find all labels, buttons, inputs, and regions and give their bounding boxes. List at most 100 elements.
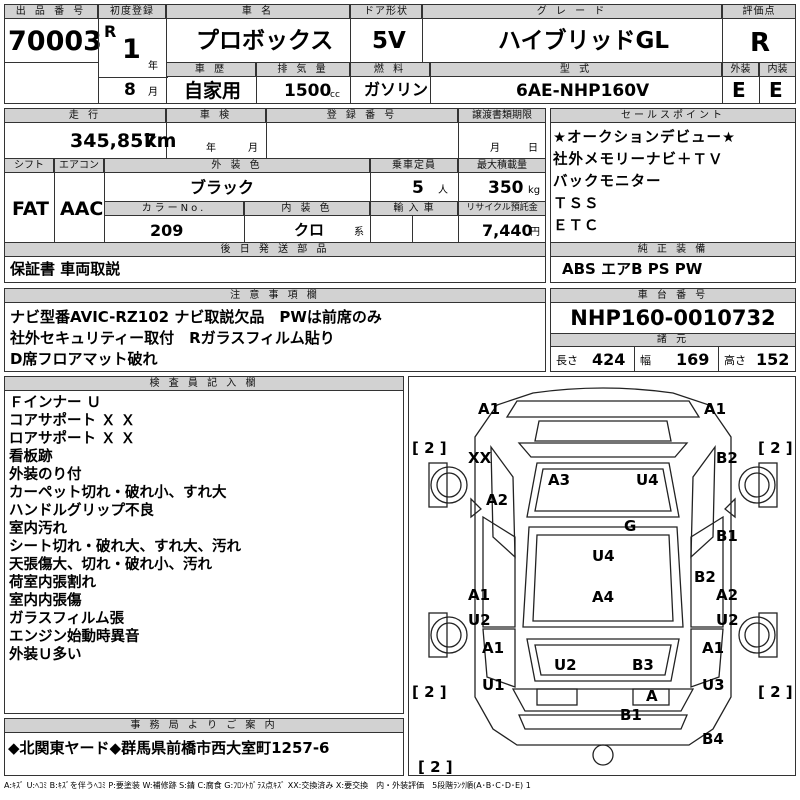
damage-label: A1	[482, 639, 505, 657]
import-label: 輸 入 車	[370, 201, 458, 216]
notes-label: 注 意 事 項 欄	[4, 288, 546, 303]
legend: A:ｷｽﾞ U:ﾍｺﾐ B:ｷｽﾞを伴うﾍｺﾐ P:要塗装 W:補修跡 S:錆 …	[4, 781, 531, 790]
chassis-label: 車 台 番 号	[550, 288, 796, 303]
width: 169	[676, 350, 710, 369]
interior-color-unit: 系	[354, 227, 364, 238]
lot-number-label: 出 品 番 号	[4, 4, 98, 19]
equipment: ABS エアB PS PW	[562, 260, 703, 278]
damage-label: A1	[704, 400, 727, 418]
damage-label: U3	[702, 676, 725, 694]
interior-label: 内装	[759, 62, 796, 77]
recycle-unit: 円	[530, 227, 540, 238]
sales-label: セールスポイント	[550, 108, 796, 123]
damage-label: B1	[620, 706, 642, 724]
inspection-month-unit: 月	[248, 143, 258, 154]
sales-point: ＥＴＣ	[553, 218, 600, 234]
note-line: 社外セキュリティー取付 Rガラスフィルム貼り	[10, 329, 335, 347]
fuel: ガソリン	[364, 80, 429, 99]
damage-label: U1	[482, 676, 505, 694]
equipment-label: 純 正 装 備	[550, 242, 796, 257]
history: 自家用	[184, 80, 242, 102]
height-label: 高さ	[724, 354, 746, 367]
inspector-line: シート切れ・破れ大、すれ大、汚れ	[9, 539, 241, 555]
damage-label: U2	[716, 611, 739, 629]
interior-color: クロ	[294, 221, 325, 239]
damage-label: A4	[592, 588, 615, 606]
damage-label: B4	[702, 730, 724, 748]
door-type: 5V	[372, 28, 406, 54]
office-info: ◆北関東ヤード◆群馬県前橋市西大室町1257-6	[8, 739, 330, 757]
damage-label: U4	[636, 471, 659, 489]
score-label: 評価点	[722, 4, 796, 19]
note-line: D席フロアマット破れ	[10, 350, 158, 368]
bracket-label: [ 2 ]	[412, 683, 447, 701]
exterior-label: 外装	[722, 62, 759, 77]
damage-label: A1	[468, 586, 491, 604]
grade-label: グ レ ー ド	[422, 4, 722, 19]
interior-grade: E	[769, 78, 783, 102]
chassis-number: NHP160-0010732	[570, 306, 776, 330]
inspector-line: 天張傷大、切れ・破れ小、汚れ	[9, 557, 212, 573]
inspector-line: コアサポート Ｘ Ｘ	[9, 413, 136, 429]
damage-label: A2	[486, 491, 509, 509]
era: R	[104, 22, 117, 41]
sales-points: ★オークションデビュー★ 社外メモリーナビ＋ＴＶ バックモニター ＴＳＳ ＥＴＣ	[553, 127, 736, 237]
shift: FAT	[12, 198, 49, 220]
inspector-section	[4, 376, 404, 714]
shift-label: シフト	[4, 158, 54, 173]
mileage-label: 走 行	[4, 108, 166, 123]
transfer-month-unit: 月	[490, 143, 500, 154]
capacity: 5	[412, 178, 424, 198]
registration-year: 1	[122, 34, 141, 65]
inspector-line: ロアサポート Ｘ Ｘ	[9, 431, 136, 447]
inspector-line: 看板跡	[9, 449, 53, 465]
lot-number: 70003	[8, 26, 102, 57]
exterior-grade: E	[732, 78, 746, 102]
car-name: プロボックス	[196, 28, 334, 54]
inspector-line: 室内汚れ	[9, 521, 67, 537]
damage-label: B2	[694, 568, 716, 586]
recycle-label: リサイクル預託金	[458, 201, 546, 216]
bracket-label: [ 2 ]	[758, 683, 793, 701]
transfer-label: 譲渡書類期限	[458, 108, 546, 123]
sales-point: ＴＳＳ	[553, 196, 600, 212]
damage-label: A2	[716, 586, 739, 604]
damage-label: A1	[478, 400, 501, 418]
model: 6AE-NHP160V	[516, 81, 650, 101]
damage-label: B1	[716, 527, 738, 545]
length: 424	[592, 350, 626, 369]
recycle-fee: 7,440	[482, 221, 533, 240]
year-unit: 年	[148, 61, 158, 72]
exterior-color: ブラック	[190, 178, 255, 197]
color-label: 外 装 色	[104, 158, 370, 173]
damage-label: B3	[632, 656, 654, 674]
inspector-line: 外装Ｕ多い	[9, 647, 82, 663]
inspection-label: 車 検	[166, 108, 266, 123]
displacement: 1500	[284, 81, 332, 101]
mileage-unit: km	[144, 130, 177, 152]
length-label: 長さ	[556, 354, 578, 367]
inspector-line: カーペット切れ・破れ小、すれ大	[9, 485, 227, 501]
sales-point: ★オークションデビュー★	[553, 130, 736, 146]
inspector-label: 検 査 員 記 入 欄	[4, 376, 404, 391]
fuel-label: 燃 料	[350, 62, 430, 77]
inspector-lines: Ｆインナー Ｕ コアサポート Ｘ Ｘ ロアサポート Ｘ Ｘ 看板跡 外装のり付 …	[9, 394, 241, 664]
displacement-unit: cc	[330, 90, 340, 100]
score: R	[750, 28, 771, 58]
damage-label: B2	[716, 449, 738, 467]
inspector-line: ガラスフィルム張	[9, 611, 125, 627]
inspector-line: 荷室内張割れ	[9, 575, 96, 591]
ac: AAC	[60, 198, 104, 220]
note-line: ナビ型番AVIC-RZ102 ナビ取説欠品 PWは前席のみ	[10, 308, 382, 326]
sales-point: 社外メモリーナビ＋ＴＶ	[553, 152, 724, 168]
damage-label: XX	[468, 449, 492, 467]
color-no: 209	[150, 221, 184, 240]
damage-label: A	[646, 687, 658, 705]
damage-label: G	[624, 517, 637, 535]
header-section	[4, 4, 796, 104]
inspector-line: 室内内張傷	[9, 593, 82, 609]
notes-lines: ナビ型番AVIC-RZ102 ナビ取説欠品 PWは前席のみ 社外セキュリティー取…	[10, 307, 382, 370]
specs-label: 諸 元	[550, 333, 796, 347]
car-name-label: 車 名	[166, 4, 350, 19]
color-no-label: カラーNo.	[104, 201, 244, 216]
